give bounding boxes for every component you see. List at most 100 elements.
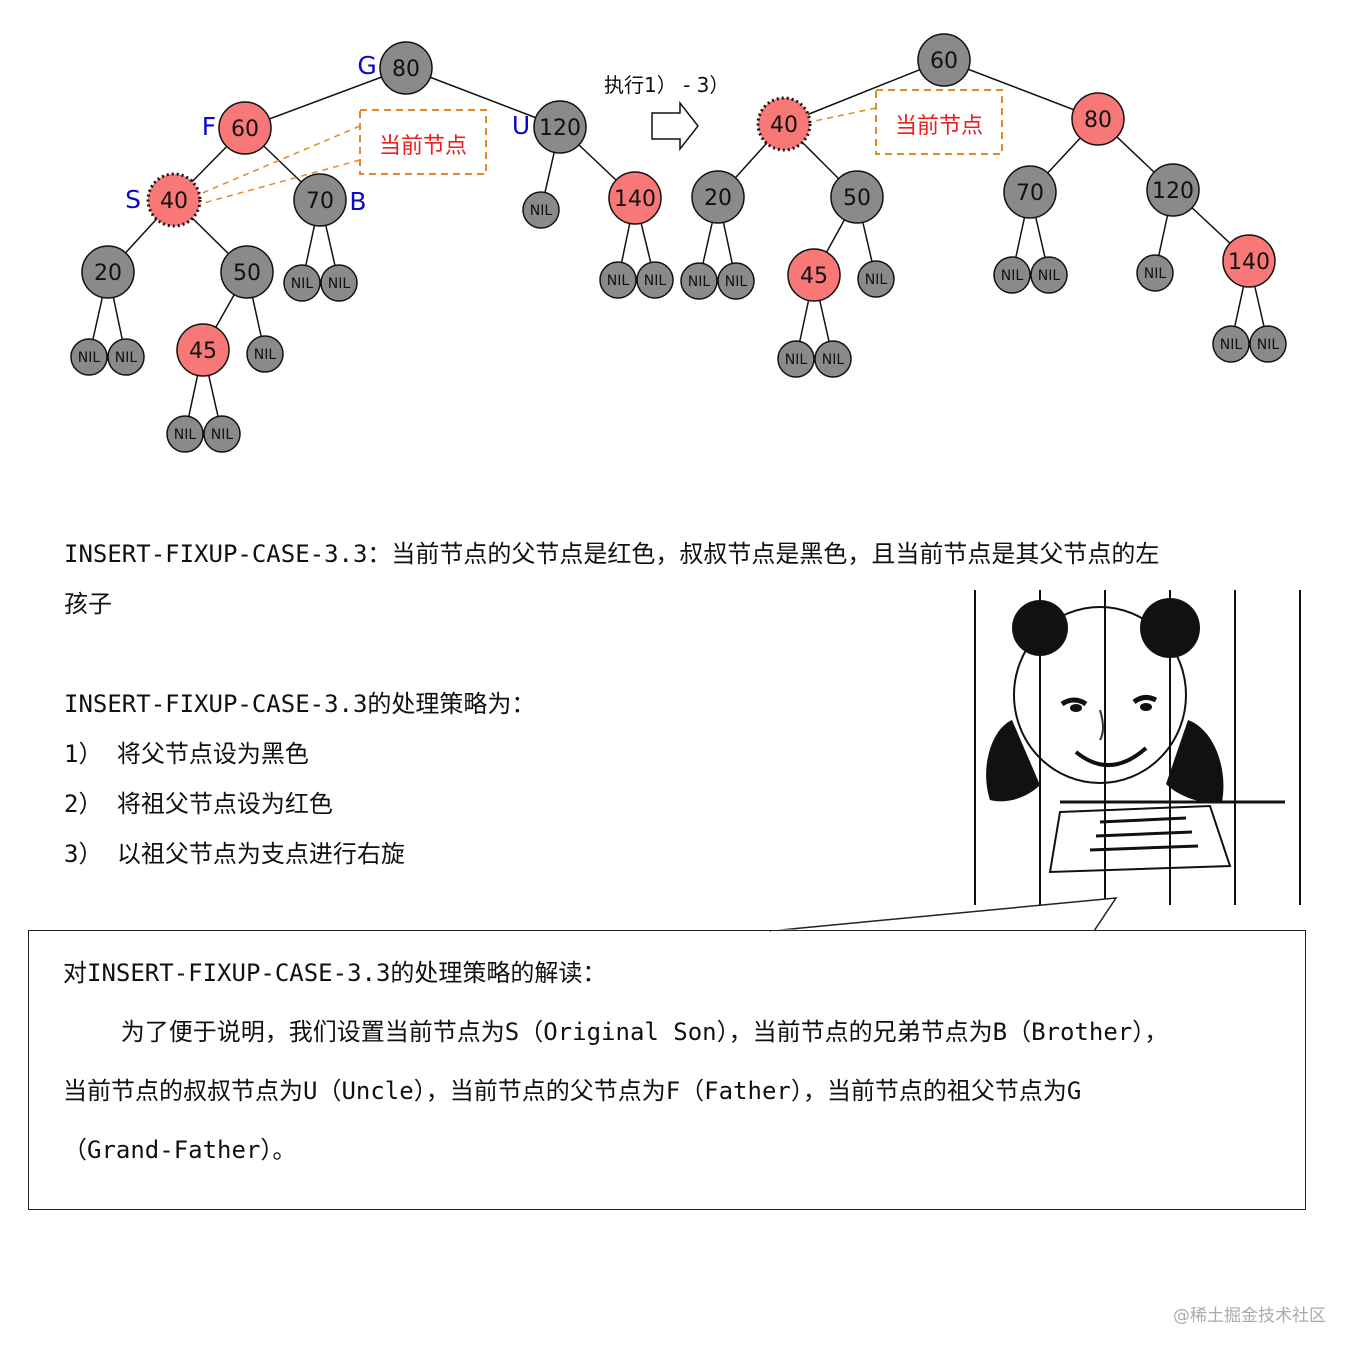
- right-node-circle-rnil_140a: [1212, 325, 1250, 363]
- right-node-circle-rnil_70b: [1030, 256, 1068, 294]
- left-node-nil_45b: NIL: [203, 415, 241, 453]
- left-node-circle-nil_45a: [166, 415, 204, 453]
- right-node-circle-rnil_20b: [717, 262, 755, 300]
- strategy-step-1: 1） 将父节点设为黑色: [64, 740, 309, 768]
- strategy-step-3: 3） 以祖父节点为支点进行右旋: [64, 840, 405, 868]
- left-node-n140: 140: [608, 171, 662, 225]
- right-node-rnil_70b: NIL: [1030, 256, 1068, 294]
- left-node-nil_b1: NIL: [283, 264, 321, 302]
- left-node-circle-nil_20a: [70, 338, 108, 376]
- right-node-label-r70: 70: [1016, 181, 1044, 206]
- right-node-label-r140: 140: [1228, 250, 1270, 275]
- right-node-circle-r40: [756, 96, 812, 152]
- left-node-circle-nil_140a: [599, 261, 637, 299]
- right-node-rnil_140b: NIL: [1249, 325, 1287, 363]
- right-node-label-rnil_120: NIL: [1144, 266, 1167, 282]
- right-node-label-r80: 80: [1084, 108, 1112, 133]
- panda-behind-bars-icon: [974, 590, 1301, 905]
- right-edge-r60-r80: [943, 59, 1099, 120]
- left-node-nil_50: NIL: [246, 335, 284, 373]
- right-node-circle-r70: [1003, 165, 1057, 219]
- current-node-label-left: 当前节点: [379, 134, 467, 159]
- current-node-label-right: 当前节点: [895, 114, 983, 139]
- right-node-label-r45: 45: [800, 264, 828, 289]
- left-node-nil_45a: NIL: [166, 415, 204, 453]
- role-letter-s: S: [125, 185, 141, 214]
- left-node-label-s: 40: [160, 189, 188, 214]
- right-node-label-r50: 50: [843, 186, 871, 211]
- transform-arrow-label: 执行1） - 3）: [604, 73, 729, 97]
- left-node-n20: 20: [81, 245, 135, 299]
- left-node-circle-n20: [81, 245, 135, 299]
- strategy-title: INSERT-FIXUP-CASE-3.3的处理策略为：: [64, 690, 536, 718]
- left-node-label-f: 60: [231, 117, 259, 142]
- right-node-r45: 45: [787, 248, 841, 302]
- left-node-nil_20a: NIL: [70, 338, 108, 376]
- left-node-n50: 50: [220, 245, 274, 299]
- left-node-nil_u: NIL: [522, 191, 560, 229]
- right-node-label-rnil_45b: NIL: [822, 352, 845, 368]
- left-node-label-nil_b2: NIL: [328, 276, 351, 292]
- right-node-label-rnil_20a: NIL: [688, 274, 711, 290]
- right-node-circle-r20: [691, 170, 745, 224]
- case-description-line1: INSERT-FIXUP-CASE-3.3：当前节点的父节点是红色，叔叔节点是黑…: [64, 540, 1160, 568]
- right-node-label-rnil_20b: NIL: [725, 274, 748, 290]
- left-node-label-nil_140a: NIL: [607, 273, 630, 289]
- left-node-b: 70: [293, 173, 347, 227]
- right-node-circle-rnil_45b: [814, 340, 852, 378]
- right-node-r50: 50: [830, 170, 884, 224]
- right-node-circle-rnil_45a: [777, 340, 815, 378]
- transform-arrow-icon: [651, 100, 699, 152]
- right-node-circle-rnil_50: [857, 260, 895, 298]
- left-node-label-u: 120: [539, 116, 581, 141]
- right-node-label-rnil_70a: NIL: [1001, 268, 1024, 284]
- right-node-circle-rnil_20a: [680, 262, 718, 300]
- right-node-label-r20: 20: [704, 186, 732, 211]
- right-node-circle-rnil_140b: [1249, 325, 1287, 363]
- left-node-label-nil_u: NIL: [530, 203, 553, 219]
- left-node-label-b: 70: [306, 189, 334, 214]
- role-letter-f: F: [202, 112, 216, 141]
- left-node-label-nil_b1: NIL: [291, 276, 314, 292]
- right-node-rnil_20a: NIL: [680, 262, 718, 300]
- left-edge-g-f: [244, 67, 407, 129]
- right-node-circle-r140: [1222, 234, 1276, 288]
- left-node-label-nil_20a: NIL: [78, 350, 101, 366]
- current-node-label-box-right: [875, 89, 1003, 155]
- left-node-circle-b: [293, 173, 347, 227]
- left-node-circle-f: [218, 101, 272, 155]
- left-node-circle-u: [533, 100, 587, 154]
- left-node-circle-n50: [220, 245, 274, 299]
- left-node-circle-nil_140b: [636, 261, 674, 299]
- pointer-left-lower: [199, 159, 361, 205]
- right-node-label-rnil_140b: NIL: [1257, 337, 1280, 353]
- role-letter-g: G: [357, 51, 376, 80]
- left-node-label-nil_20b: NIL: [115, 350, 138, 366]
- left-node-circle-s: [146, 172, 202, 228]
- right-node-circle-r45: [787, 248, 841, 302]
- left-node-nil_140b: NIL: [636, 261, 674, 299]
- right-node-rnil_20b: NIL: [717, 262, 755, 300]
- left-node-nil_140a: NIL: [599, 261, 637, 299]
- right-node-circle-rnil_70a: [993, 256, 1031, 294]
- left-node-circle-n140: [608, 171, 662, 225]
- left-edge-g-u: [405, 67, 561, 128]
- right-node-rnil_45a: NIL: [777, 340, 815, 378]
- left-node-label-nil_45a: NIL: [174, 427, 197, 443]
- right-node-label-r60: 60: [930, 49, 958, 74]
- right-node-rnil_140a: NIL: [1212, 325, 1250, 363]
- pointer-left-upper: [199, 125, 361, 195]
- left-node-circle-nil_20b: [107, 338, 145, 376]
- explanation-title: 对INSERT-FIXUP-CASE-3.3的处理策略的解读：: [63, 959, 607, 987]
- right-node-circle-rnil_120: [1136, 254, 1174, 292]
- left-node-nil_b2: NIL: [320, 264, 358, 302]
- left-node-s: 40: [146, 172, 202, 228]
- left-node-label-nil_140b: NIL: [644, 273, 667, 289]
- right-node-label-rnil_140a: NIL: [1220, 337, 1243, 353]
- right-node-label-r40: 40: [770, 113, 798, 138]
- left-node-label-n50: 50: [233, 261, 261, 286]
- left-node-label-nil_50: NIL: [254, 347, 277, 363]
- explanation-line1: 为了便于说明，我们设置当前节点为S（Original Son），当前节点的兄弟节…: [63, 1018, 1169, 1046]
- left-node-circle-nil_b1: [283, 264, 321, 302]
